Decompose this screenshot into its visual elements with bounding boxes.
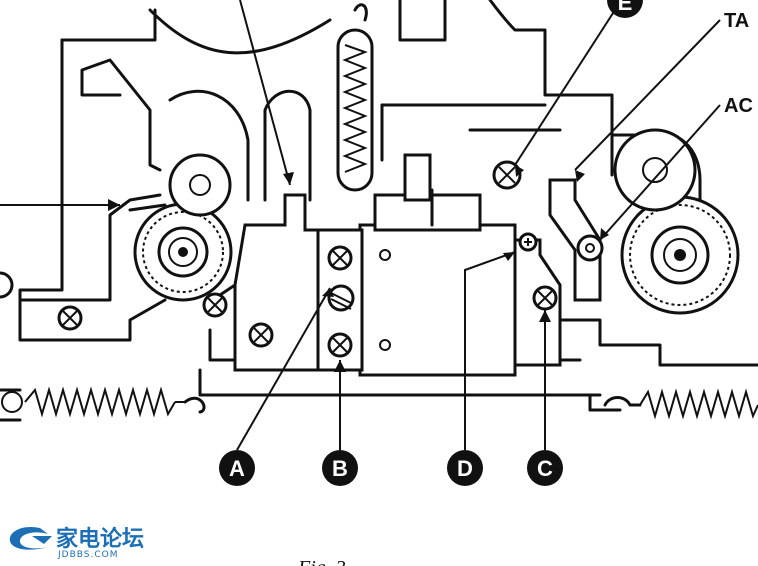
figure-caption: Fig. 3 xyxy=(297,557,346,566)
callout-a-label: A xyxy=(229,456,245,481)
leader-a xyxy=(236,287,331,451)
callout-e: E xyxy=(607,0,643,18)
callout-b-label: B xyxy=(332,456,348,481)
edge-label-ta: TA xyxy=(724,10,749,32)
screws xyxy=(0,160,558,358)
screw-left-roller xyxy=(202,292,228,318)
callout-b: B xyxy=(322,450,358,486)
leader-d xyxy=(464,251,516,450)
bottom-right-spring xyxy=(603,388,758,420)
callout-e-label: E xyxy=(618,0,633,15)
callout-c-label: C xyxy=(537,456,553,481)
right-capstan xyxy=(548,128,697,302)
screw-d xyxy=(518,232,538,252)
leader-ac xyxy=(599,104,721,241)
callout-a: A xyxy=(219,450,255,486)
screw-e xyxy=(492,160,522,190)
leader-lines xyxy=(0,0,721,451)
vertical-spring xyxy=(336,3,374,192)
leader-ta xyxy=(574,19,721,171)
left-roller xyxy=(133,202,233,302)
leader-top xyxy=(239,0,291,186)
screw-b xyxy=(327,332,353,358)
watermark-site-en: JDBBS.COM xyxy=(57,550,118,560)
watermark-swoosh-icon xyxy=(9,526,48,550)
watermark-site-cn: 家电论坛 xyxy=(56,526,144,552)
screw-slotted xyxy=(327,284,355,312)
callout-c: C xyxy=(527,450,563,486)
leader-e xyxy=(514,9,616,166)
edge-label-ac: AC xyxy=(724,95,753,117)
left-capstan xyxy=(168,153,232,217)
callout-d: D xyxy=(447,450,483,486)
screw-c xyxy=(532,285,558,311)
screw-a-top xyxy=(327,245,353,271)
callout-d-label: D xyxy=(457,456,473,481)
right-roller xyxy=(620,195,740,315)
screw-left-edge xyxy=(0,271,14,299)
watermark-logo: 家电论坛 JDBBS.COM xyxy=(9,526,144,560)
head-block xyxy=(316,153,517,377)
bottom-left-spring xyxy=(1,386,206,418)
screw-left-chassis xyxy=(57,305,83,331)
screw-left-bracket xyxy=(248,322,274,348)
